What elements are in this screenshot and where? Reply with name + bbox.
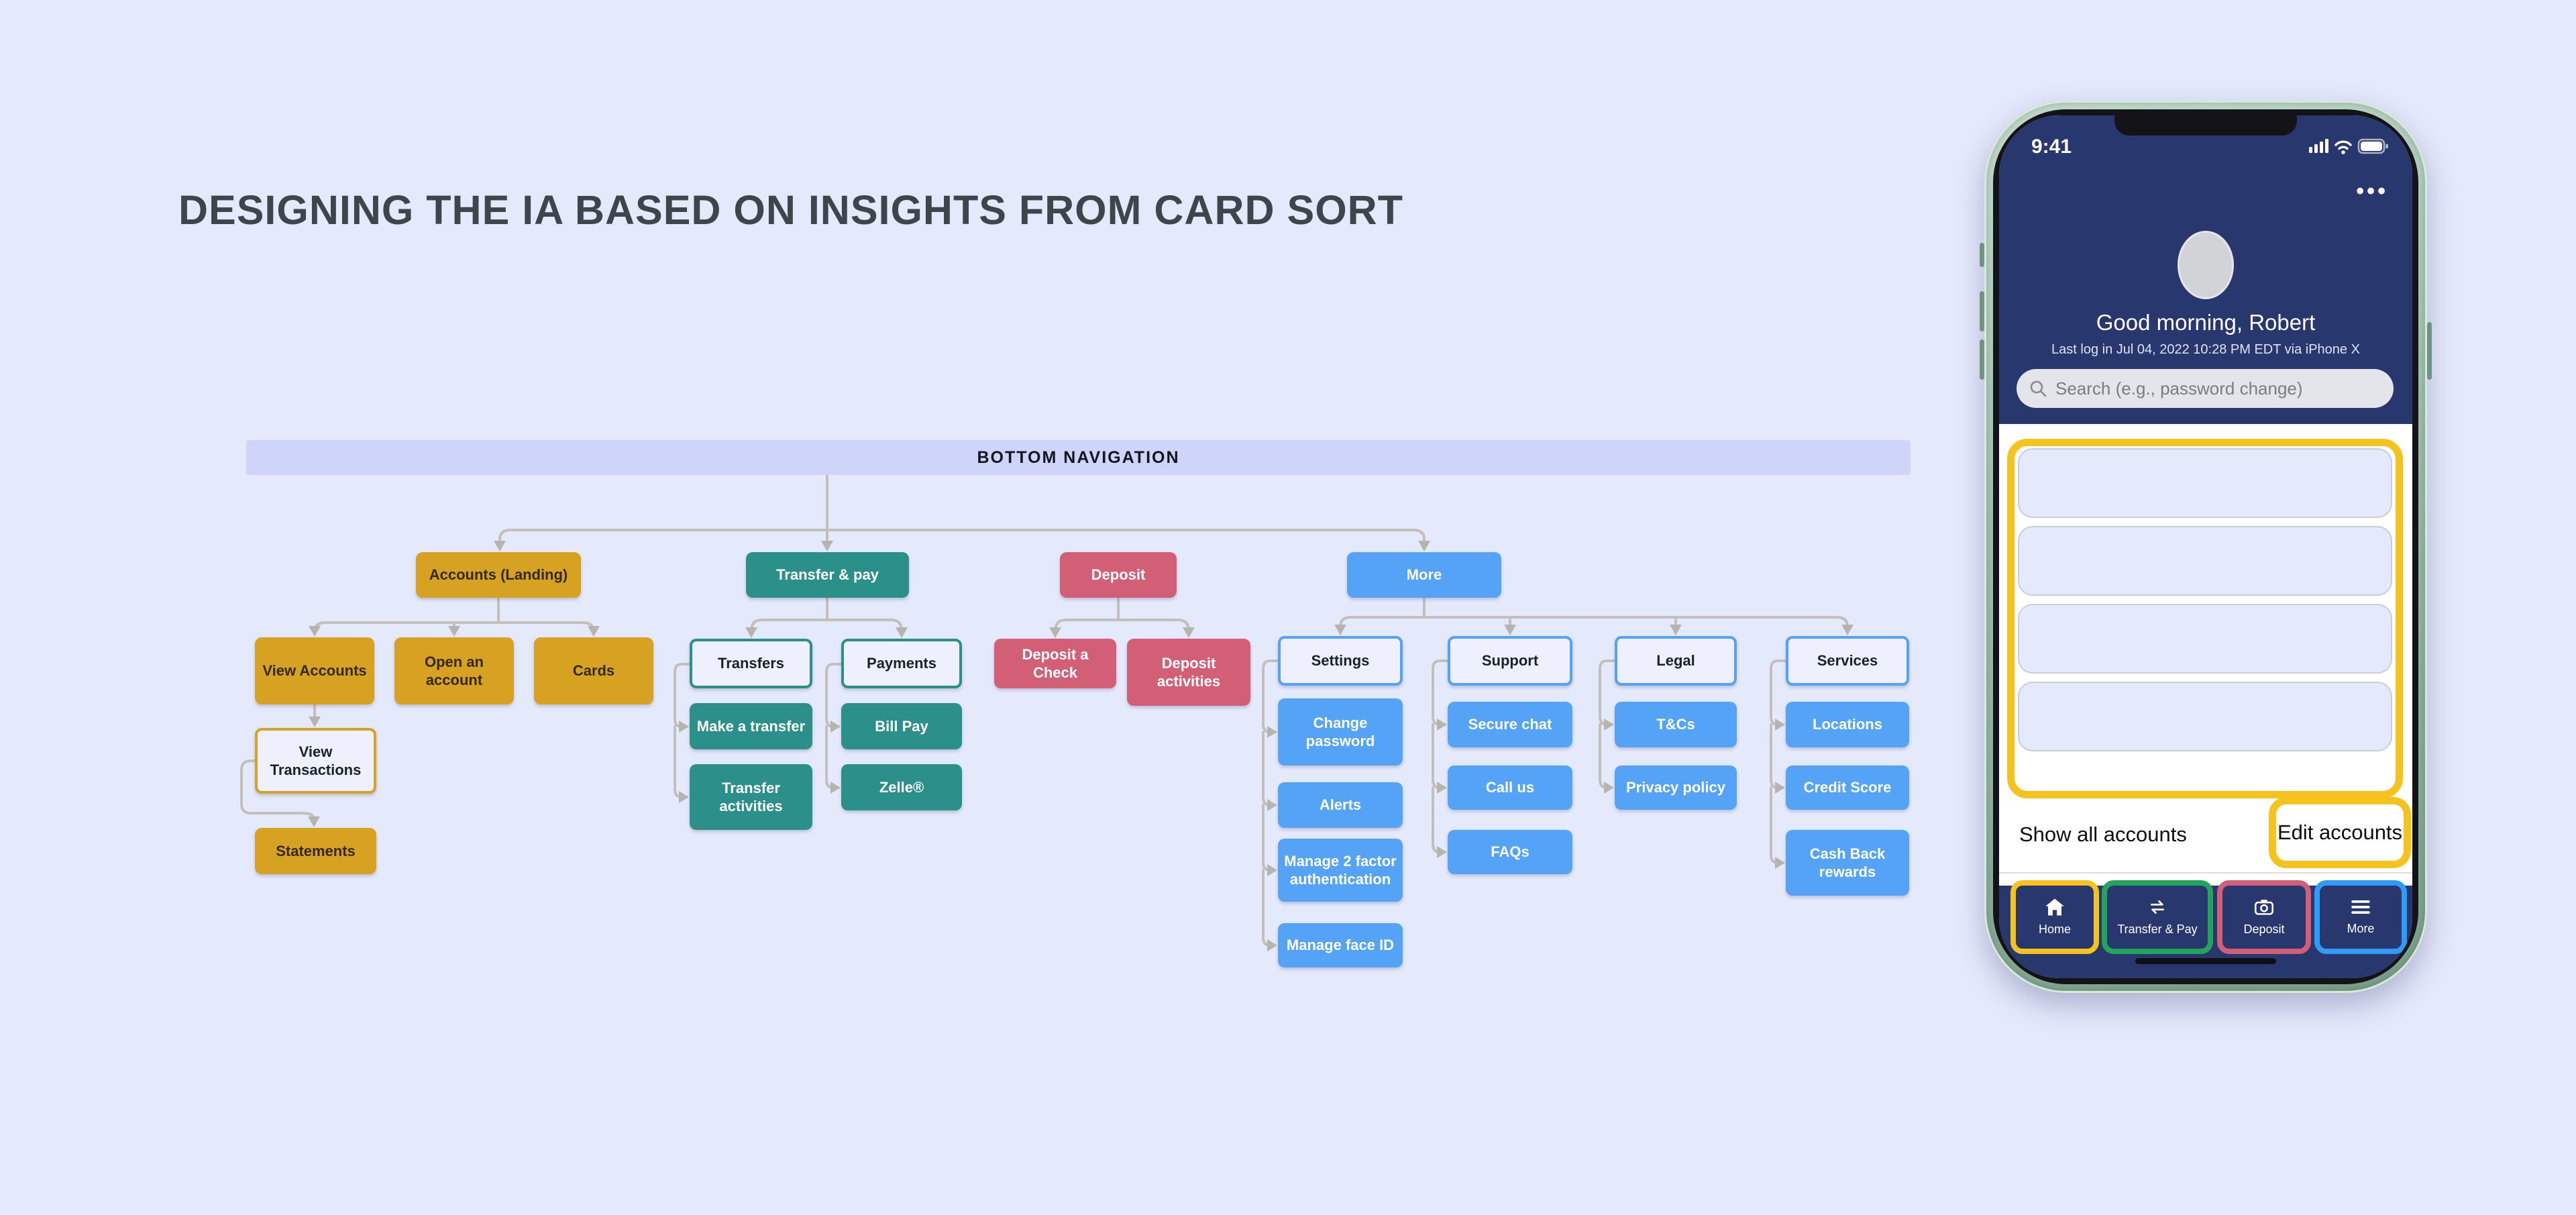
node-cards: Cards bbox=[534, 637, 653, 704]
node-legal: Legal bbox=[1615, 636, 1737, 686]
nav-tab-label: Deposit bbox=[2243, 922, 2285, 936]
nav-tab-transfer-and-pay[interactable]: Transfer & Pay bbox=[2102, 880, 2213, 954]
node-deposit: Deposit bbox=[1060, 552, 1177, 598]
node-view-transactions: View Transactions bbox=[255, 728, 376, 794]
home-icon bbox=[2045, 898, 2064, 916]
node-manage-2fa: Manage 2 factor authentication bbox=[1278, 839, 1403, 902]
account-card[interactable] bbox=[2018, 526, 2392, 596]
search-input[interactable] bbox=[2054, 377, 2381, 400]
home-indicator[interactable] bbox=[2135, 958, 2276, 964]
account-card[interactable] bbox=[2018, 448, 2392, 518]
account-card[interactable] bbox=[2018, 604, 2392, 674]
node-payments: Payments bbox=[841, 639, 962, 688]
node-transfers: Transfers bbox=[690, 639, 812, 688]
nav-tab-label: Transfer & Pay bbox=[2117, 922, 2198, 936]
node-transfer-activities: Transfer activities bbox=[690, 764, 812, 830]
node-bill-pay: Bill Pay bbox=[841, 703, 962, 749]
node-manage-face-id: Manage face ID bbox=[1278, 923, 1403, 967]
avatar[interactable] bbox=[2178, 231, 2234, 299]
status-bar-time: 9:41 bbox=[2031, 136, 2072, 158]
tab-bar-divider bbox=[1999, 872, 2412, 874]
node-zelle: Zelle® bbox=[841, 764, 962, 810]
page-title: DESIGNING THE IA BASED ON INSIGHTS FROM … bbox=[178, 187, 1403, 233]
node-accounts-landing: Accounts (Landing) bbox=[416, 552, 581, 598]
signal-wifi-battery-icons bbox=[2309, 138, 2388, 154]
mute-switch bbox=[1980, 243, 1984, 267]
volume-down-button bbox=[1980, 339, 1984, 380]
account-card[interactable] bbox=[2018, 682, 2392, 751]
node-secure-chat: Secure chat bbox=[1448, 702, 1572, 747]
nav-tab-more[interactable]: More bbox=[2314, 880, 2407, 954]
bottom-navigation-strip: BOTTOM NAVIGATION bbox=[246, 440, 1911, 475]
search-icon bbox=[2030, 380, 2047, 397]
node-call-us: Call us bbox=[1448, 765, 1572, 810]
greeting-text: Good morning, Robert bbox=[2096, 310, 2316, 335]
phone-screen: 9:41 ••• Good morning, bbox=[1999, 115, 2412, 978]
node-support: Support bbox=[1448, 636, 1572, 686]
hamburger-menu-icon bbox=[2351, 900, 2370, 914]
node-change-password: Change password bbox=[1278, 698, 1403, 765]
last-login-text: Last log in Jul 04, 2022 10:28 PM EDT vi… bbox=[2051, 342, 2360, 357]
node-transfer-and-pay: Transfer & pay bbox=[746, 552, 909, 598]
node-deposit-activities: Deposit activities bbox=[1127, 639, 1250, 706]
node-locations: Locations bbox=[1786, 702, 1909, 747]
node-view-accounts: View Accounts bbox=[255, 637, 374, 704]
node-privacy-policy: Privacy policy bbox=[1615, 765, 1737, 810]
status-bar-icons bbox=[2309, 137, 2391, 159]
nav-tab-deposit[interactable]: Deposit bbox=[2217, 880, 2311, 954]
nav-tab-home[interactable]: Home bbox=[2010, 880, 2099, 954]
node-open-an-account: Open an account bbox=[394, 637, 514, 704]
camera-icon bbox=[2255, 900, 2273, 915]
more-options-icon[interactable]: ••• bbox=[2356, 178, 2388, 204]
node-tcs: T&Cs bbox=[1615, 702, 1737, 747]
power-button bbox=[2427, 322, 2432, 380]
node-deposit-a-check: Deposit a Check bbox=[994, 639, 1116, 688]
transfer-arrows-icon bbox=[2151, 900, 2164, 914]
node-alerts: Alerts bbox=[1278, 782, 1403, 828]
node-make-a-transfer: Make a transfer bbox=[690, 703, 812, 749]
nav-tab-label: More bbox=[2347, 922, 2375, 935]
node-cash-back-rewards: Cash Back rewards bbox=[1786, 830, 1909, 896]
search-bar[interactable] bbox=[2017, 369, 2394, 408]
node-settings: Settings bbox=[1278, 636, 1403, 686]
nav-tab-label: Home bbox=[2038, 922, 2071, 936]
node-statements: Statements bbox=[255, 828, 376, 874]
phone-mockup: 9:41 ••• Good morning, bbox=[1980, 101, 2432, 993]
node-services: Services bbox=[1786, 636, 1909, 686]
node-credit-score: Credit Score bbox=[1786, 765, 1909, 810]
phone-notch bbox=[2114, 115, 2297, 136]
volume-up-button bbox=[1980, 291, 1984, 331]
edit-accounts-button[interactable]: Edit accounts bbox=[2269, 797, 2411, 868]
accounts-annotation-outline bbox=[2007, 439, 2403, 798]
show-all-accounts-link[interactable]: Show all accounts bbox=[2019, 823, 2187, 846]
node-more: More bbox=[1347, 552, 1501, 598]
node-faqs: FAQs bbox=[1448, 830, 1572, 874]
